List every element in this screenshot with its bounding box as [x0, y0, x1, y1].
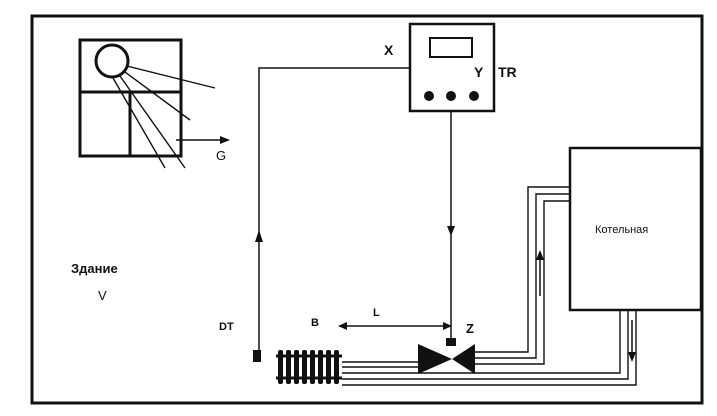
controller-knob	[469, 91, 479, 101]
outer-frame	[30, 14, 704, 405]
radiator-section	[326, 350, 331, 384]
flow-up-arrow-head	[536, 250, 544, 260]
label-l: L	[373, 307, 380, 319]
controller-knob	[424, 91, 434, 101]
controller-display	[429, 37, 473, 58]
controller-knob	[446, 91, 456, 101]
controller-tr	[408, 22, 496, 113]
supply-pipe-2	[475, 193, 570, 359]
g-arrow-head	[220, 136, 230, 144]
valve-body	[452, 344, 475, 374]
radiator-section	[278, 350, 283, 384]
label-b: B	[311, 317, 319, 329]
return-pipe-2	[342, 310, 629, 380]
supply-pipe-3	[475, 200, 570, 365]
radiator-section	[294, 350, 299, 384]
label-x: X	[384, 42, 394, 58]
radiator-section	[334, 350, 339, 384]
sun-icon	[94, 43, 130, 79]
radiator-section	[302, 350, 307, 384]
flow-down-arrow-head	[628, 352, 636, 362]
sun-ray	[112, 77, 166, 169]
dimension-arrow-left	[338, 322, 347, 330]
control-line-down-arrow	[447, 226, 455, 236]
label-dt: DT	[219, 321, 234, 333]
label-v: V	[98, 288, 107, 303]
sensor-line-up-arrow	[255, 230, 263, 242]
radiator	[276, 350, 342, 384]
radiator-section	[286, 350, 291, 384]
dimension-arrow-right	[443, 322, 452, 330]
valve-stem	[446, 338, 456, 346]
label-building: Здание	[71, 261, 118, 276]
label-g: G	[216, 148, 226, 163]
radiator-section	[310, 350, 315, 384]
return-pipe-3	[342, 310, 637, 386]
label-z: Z	[466, 321, 474, 336]
control-valve-z	[418, 338, 475, 374]
label-boiler: Котельная	[595, 224, 648, 236]
supply-pipe-1	[475, 186, 570, 353]
boiler-house	[568, 146, 703, 312]
return-pipe-1	[342, 310, 621, 374]
label-y: Y	[474, 64, 484, 80]
radiator-section	[318, 350, 323, 384]
valve-body	[418, 344, 452, 374]
sensor-line-x	[258, 67, 410, 356]
label-tr: TR	[498, 64, 517, 80]
sun-ray	[124, 71, 191, 121]
temperature-sensor-dt	[253, 350, 261, 362]
window-sensor	[78, 38, 230, 169]
sun-ray	[119, 75, 186, 169]
sun-ray	[126, 65, 216, 89]
